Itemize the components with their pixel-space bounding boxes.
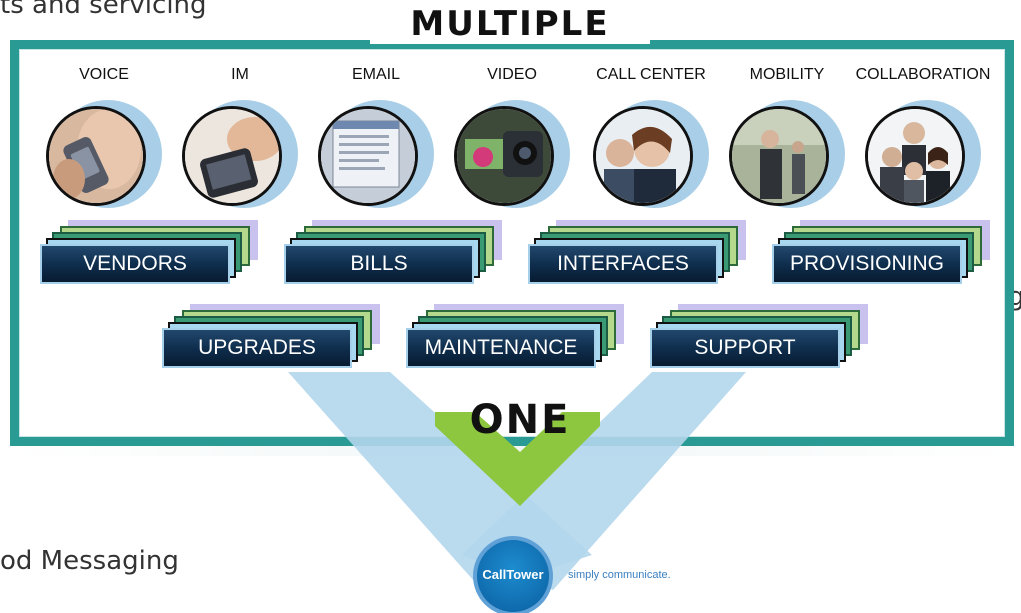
channel-label-im: IM [231,66,249,83]
logo-name: CallTower [482,567,544,582]
stack-label-interfaces: INTERFACES [528,244,718,284]
headset-agents-photo-icon [593,106,693,206]
calltower-logo-inner [477,540,549,612]
stack-interfaces: INTERFACES [528,220,748,290]
diagram-title: MULTIPLE [370,4,650,44]
channel-circle-video [454,100,574,210]
channel-label-video: VIDEO [487,66,537,83]
channel-label-collaboration: COLLABORATION [855,66,991,83]
channel-circle-call-center [593,100,713,210]
funnel-right-band [462,372,746,590]
arrow-chevron [435,412,600,506]
mobile-walking-photo-icon [729,106,829,206]
channel-label-mobility: MOBILITY [749,66,825,83]
stack-upgrades: UPGRADES [162,304,382,374]
stack-label-maintenance: MAINTENANCE [406,328,596,368]
handheld-keyboard-photo-icon [182,106,282,206]
phone-photo-icon [46,106,146,206]
stack-label-provisioning: PROVISIONING [772,244,962,284]
channel-label-email: EMAIL [351,66,400,83]
channel-label-call-center: CALL CENTER [596,66,706,83]
email-screen-photo-icon [318,106,418,206]
channel-label-voice: VOICE [79,66,129,83]
channel-circle-mobility [729,100,849,210]
channel-circle-im [182,100,302,210]
channel-circle-email [318,100,438,210]
stack-maintenance: MAINTENANCE [406,304,626,374]
stack-vendors: VENDORS [40,220,260,290]
video-camera-photo-icon [454,106,554,206]
background-text-bottom: od Messaging [0,546,179,576]
channel-circle-collaboration [865,100,985,210]
background-text-top: ts and servicing [0,0,207,20]
stack-bills: BILLS [284,220,504,290]
stack-label-upgrades: UPGRADES [162,328,352,368]
business-team-photo-icon [865,106,965,206]
stack-label-vendors: VENDORS [40,244,230,284]
stack-label-support: SUPPORT [650,328,840,368]
channel-circle-voice [46,100,166,210]
stack-label-bills: BILLS [284,244,474,284]
stack-support: SUPPORT [650,304,870,374]
stack-provisioning: PROVISIONING [772,220,992,290]
one-label: ONE [469,397,571,443]
logo-tagline: simply communicate. [568,569,671,581]
